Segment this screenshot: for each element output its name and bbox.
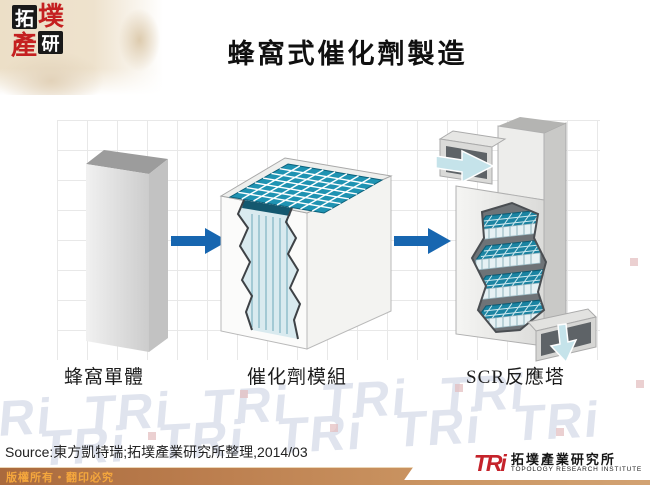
brand-seal-logo: 拓 墣 產 研: [0, 0, 170, 95]
tri-logo-mark: TRi: [473, 450, 507, 476]
watermark-dot: [240, 390, 248, 398]
diagram-grid-background: [57, 120, 600, 360]
watermark-dot: [148, 432, 156, 440]
watermark-dot: [630, 258, 638, 266]
institute-name-en: TOPOLOGY RESEARCH INSTITUTE: [510, 465, 642, 473]
step-label-monolith: 蜂窩單體: [64, 367, 145, 388]
step-label-reactor: SCR反應塔: [466, 367, 565, 388]
watermark-dot: [636, 380, 644, 388]
source-line: Source:東方凱特瑞;拓墣產業研究所整理,2014/03: [5, 444, 308, 460]
seal-char-icon: 研: [38, 31, 63, 54]
tri-institute-logo: TRi 拓墣產業研究所 TOPOLOGY RESEARCH INSTITUTE: [474, 452, 642, 475]
watermark-dot: [455, 384, 463, 392]
seal-char-icon: 拓: [12, 5, 37, 30]
watermark-dot: [330, 424, 338, 432]
watermark-dot: [556, 428, 564, 436]
slide-title: 蜂窩式催化劑製造: [227, 39, 468, 69]
copyright-text: 版權所有‧翻印必究: [6, 472, 114, 484]
seal-char-icon: 墣: [37, 2, 64, 31]
seal-char-icon: 產: [10, 31, 37, 60]
institute-name-zh: 拓墣產業研究所: [510, 452, 616, 468]
step-label-module: 催化劑模組: [247, 367, 348, 388]
